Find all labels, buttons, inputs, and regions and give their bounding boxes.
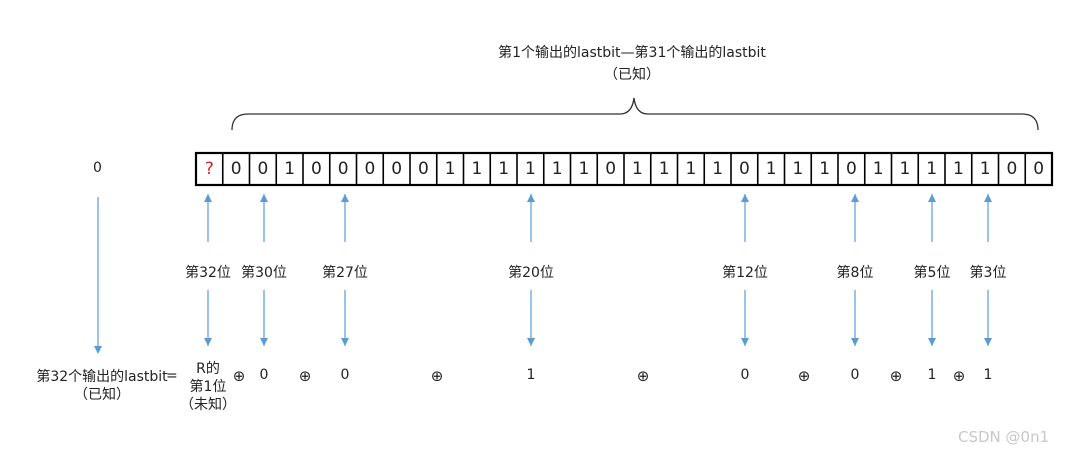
bit-cell: 1: [551, 159, 563, 179]
equals-sign: =: [166, 368, 178, 384]
lhs-line1: 第32个输出的lastbit: [36, 369, 168, 385]
bit-cell: 0: [605, 159, 617, 179]
left-value: 0: [93, 160, 102, 176]
bit-cell: 1: [658, 159, 670, 179]
bit-cell: 1: [444, 159, 456, 179]
xor-symbol: ⊕: [952, 367, 966, 385]
bit-cell: 1: [631, 159, 643, 179]
bit-cell: 1: [926, 159, 938, 179]
r-line1: R的: [196, 361, 220, 377]
left-down-arrow-head: [94, 346, 102, 354]
bit-cell: 0: [310, 159, 322, 179]
bit-cell: ?: [204, 159, 214, 179]
bit-cell: 1: [872, 159, 884, 179]
bit-cell: 0: [1033, 159, 1045, 179]
position-label: 第3位: [969, 265, 1007, 281]
arrow-up-head: [741, 194, 749, 202]
arrow-up-head: [527, 194, 535, 202]
bit-cell: 0: [738, 159, 750, 179]
arrow-down-head: [741, 338, 749, 346]
position-label: 第20位: [508, 265, 554, 281]
xor-symbol: ⊕: [298, 367, 312, 385]
equation-term: 0: [340, 367, 350, 383]
equation-term: 1: [927, 367, 937, 383]
bit-cell: 1: [899, 159, 911, 179]
xor-symbol: ⊕: [797, 367, 811, 385]
arrow-up-head: [341, 194, 349, 202]
bit-cell: 0: [364, 159, 376, 179]
position-label: 第27位: [322, 265, 368, 281]
r-line3: （未知）: [180, 397, 236, 413]
arrow-down-head: [984, 338, 992, 346]
position-label: 第5位: [913, 265, 951, 281]
arrow-up-head: [851, 194, 859, 202]
bit-cell: 0: [845, 159, 857, 179]
xor-symbol: ⊕: [232, 367, 246, 385]
bit-cell: 1: [685, 159, 697, 179]
top-brace: [231, 97, 1039, 131]
bit-cell: 0: [230, 159, 242, 179]
arrow-up-head: [984, 194, 992, 202]
position-label: 第8位: [836, 265, 874, 281]
bit-cell: 0: [391, 159, 403, 179]
xor-symbol: ⊕: [636, 367, 650, 385]
arrow-up-head: [204, 194, 212, 202]
bit-cell: 1: [578, 159, 590, 179]
equation-term: 1: [526, 367, 536, 383]
equation-term: 0: [740, 367, 750, 383]
bit-cell: 1: [284, 159, 296, 179]
bit-cell: 0: [337, 159, 349, 179]
bit-cell: 1: [819, 159, 831, 179]
bit-cell: 1: [792, 159, 804, 179]
arrow-down-head: [851, 338, 859, 346]
bit-cell: 1: [712, 159, 724, 179]
equation-lhs: 第32个输出的lastbit （已知）: [36, 368, 167, 404]
top-label-line1: 第1个输出的lastbit—第31个输出的lastbit: [498, 45, 766, 61]
arrow-down-head: [527, 338, 535, 346]
xor-symbol: ⊕: [889, 367, 903, 385]
watermark: CSDN @0n1: [958, 428, 1050, 446]
r-unknown-block: R的 第1位 （未知）: [180, 360, 236, 414]
top-label-line2: （已知）: [603, 67, 660, 83]
bit-cell: 0: [1006, 159, 1018, 179]
bit-cell: 1: [524, 159, 536, 179]
arrow-up-head: [928, 194, 936, 202]
position-label: 第12位: [722, 265, 768, 281]
bit-cell: 1: [952, 159, 964, 179]
position-label: 第32位: [185, 265, 231, 281]
bit-cell-dividers: [221, 153, 1027, 185]
bit-cell: 0: [417, 159, 429, 179]
bit-cell: 1: [471, 159, 483, 179]
equation-term: 0: [259, 367, 269, 383]
arrow-down-head: [260, 338, 268, 346]
lhs-line2: （已知）: [74, 387, 130, 403]
top-label: 第1个输出的lastbit—第31个输出的lastbit （已知）: [498, 42, 766, 84]
equation-term: 1: [983, 367, 993, 383]
position-label: 第30位: [241, 265, 287, 281]
bit-cell: 1: [765, 159, 777, 179]
arrow-down-head: [341, 338, 349, 346]
arrow-up-head: [260, 194, 268, 202]
position-arrows: [204, 194, 992, 346]
arrow-down-head: [204, 338, 212, 346]
bit-cell: 1: [979, 159, 991, 179]
xor-symbol: ⊕: [430, 367, 444, 385]
arrow-down-head: [928, 338, 936, 346]
bit-cell: 0: [257, 159, 269, 179]
r-line2: 第1位: [189, 379, 227, 395]
bit-cell: 1: [498, 159, 510, 179]
equation-term: 0: [850, 367, 860, 383]
